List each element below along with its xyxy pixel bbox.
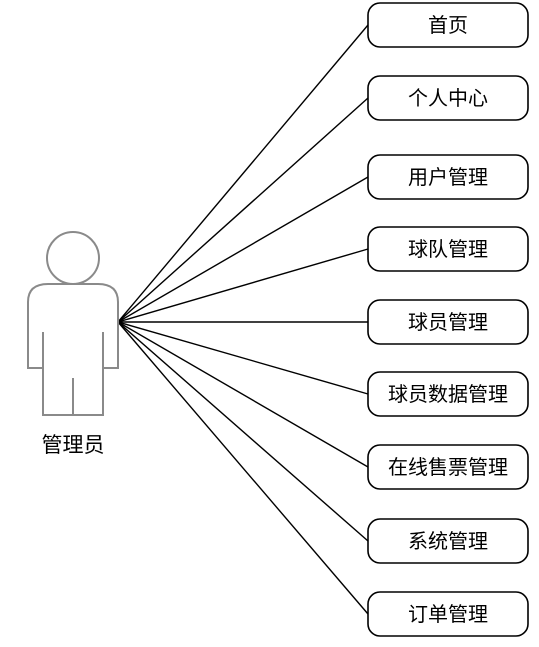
use-case-label: 系统管理 [408,529,488,553]
use-case-node: 订单管理 [367,591,529,637]
use-case-label: 首页 [428,13,468,37]
use-case-box [367,299,529,345]
use-case-box [367,226,529,272]
use-case-box [367,444,529,490]
use-case-node: 球员管理 [367,299,529,345]
actor-head [46,231,100,285]
association-line [117,321,369,542]
use-case-label: 个人中心 [408,86,488,110]
use-case-label: 用户管理 [408,165,488,189]
use-case-label: 在线售票管理 [388,455,508,479]
association-line [117,321,369,615]
person-icon [27,231,119,416]
use-case-node: 首页 [367,2,529,48]
association-line [117,248,369,323]
use-case-label: 球队管理 [408,237,488,261]
use-case-node: 球队管理 [367,226,529,272]
association-line [117,97,369,323]
use-case-box [367,371,529,417]
actor-figure: 管理员 [27,231,119,457]
use-case-node: 球员数据管理 [367,371,529,417]
association-lines [117,24,369,615]
use-case-box [367,2,529,48]
use-case-box [367,154,529,200]
association-line [117,176,369,323]
association-line [117,321,369,395]
use-case-node: 在线售票管理 [367,444,529,490]
use-case-node: 用户管理 [367,154,529,200]
use-case-label: 订单管理 [408,602,488,626]
use-case-box [367,75,529,121]
association-line [117,321,369,468]
use-case-node: 个人中心 [367,75,529,121]
use-case-label: 球员管理 [408,310,488,334]
use-case-label: 球员数据管理 [388,382,508,406]
use-case-node: 系统管理 [367,518,529,564]
association-line [117,24,369,323]
actor-label: 管理员 [42,433,105,457]
use-case-box [367,591,529,637]
actor-body [27,283,119,416]
use-case-box [367,518,529,564]
